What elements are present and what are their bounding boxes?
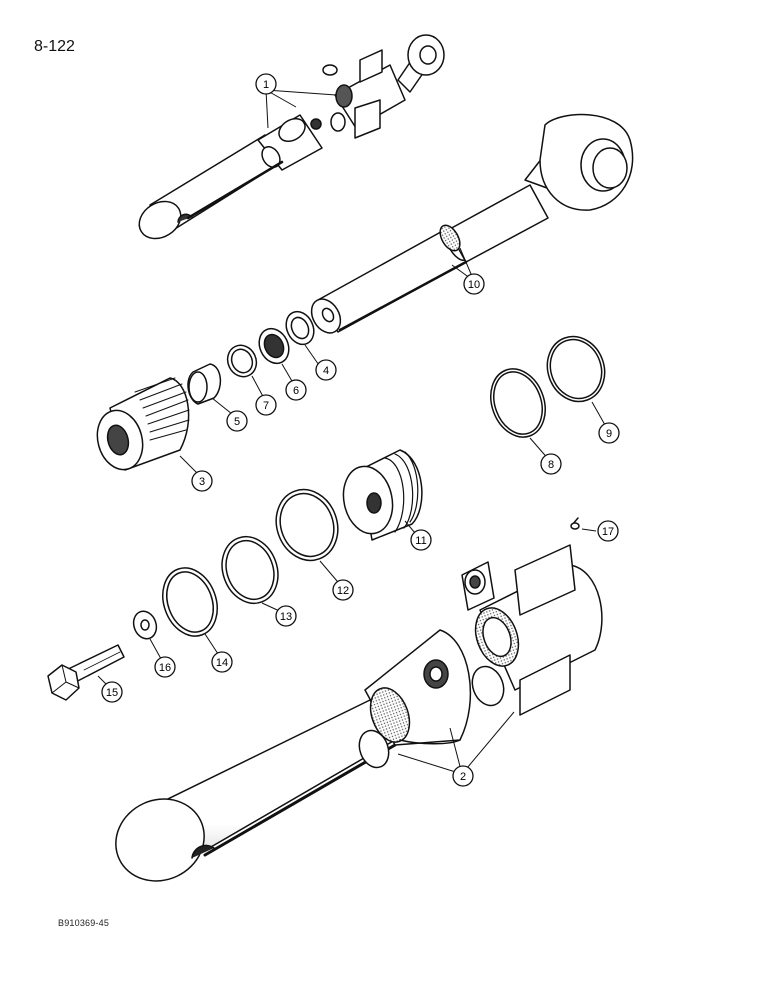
callout-12: 12	[332, 579, 354, 601]
callout-6-label: 6	[293, 385, 299, 397]
o-rings	[490, 335, 606, 438]
callout-2-label: 2	[460, 771, 466, 783]
callout-6: 6	[285, 379, 307, 401]
callout-13: 13	[275, 605, 297, 627]
callout-14: 14	[211, 651, 233, 673]
callouts: 1 10 4 6 7 5 3 8 9 11 17 12 13 14 16 15 …	[101, 73, 620, 787]
callout-16: 16	[154, 656, 176, 678]
callout-1-label: 1	[263, 79, 269, 91]
piston	[342, 449, 423, 541]
callout-4: 4	[315, 359, 337, 381]
callout-3-label: 3	[199, 476, 205, 488]
callout-15-label: 15	[106, 687, 118, 699]
callout-11: 11	[410, 529, 432, 551]
callout-9: 9	[598, 422, 620, 444]
callout-1: 1	[255, 73, 277, 95]
callout-5-label: 5	[234, 416, 240, 428]
callout-17-label: 17	[602, 526, 614, 538]
callout-8: 8	[540, 453, 562, 475]
callout-15: 15	[101, 681, 123, 703]
top-cylinder-assembly	[138, 34, 445, 240]
piston-rings	[162, 488, 339, 637]
callout-7-label: 7	[263, 400, 269, 412]
piston-rod	[310, 113, 634, 334]
callout-4-label: 4	[323, 365, 329, 377]
callout-16-label: 16	[159, 662, 171, 674]
callout-11-label: 11	[415, 535, 426, 547]
callout-9-label: 9	[606, 428, 612, 440]
gland	[96, 377, 190, 471]
callout-3: 3	[191, 470, 213, 492]
callout-7: 7	[255, 394, 277, 416]
page-number: 8-122	[34, 38, 75, 55]
callout-12-label: 12	[337, 585, 349, 597]
callout-17: 17	[597, 520, 619, 542]
callout-2: 2	[452, 765, 474, 787]
washer-and-bolt	[47, 610, 158, 701]
cylinder-barrel	[115, 517, 603, 882]
callout-13-label: 13	[280, 611, 292, 623]
callout-10: 10	[463, 273, 485, 295]
drawing-id: B910369-45	[58, 918, 110, 928]
callout-8-label: 8	[548, 459, 554, 471]
callout-14-label: 14	[216, 657, 228, 669]
callout-10-label: 10	[468, 279, 480, 291]
callout-5: 5	[226, 410, 248, 432]
rod-seals	[187, 310, 315, 405]
